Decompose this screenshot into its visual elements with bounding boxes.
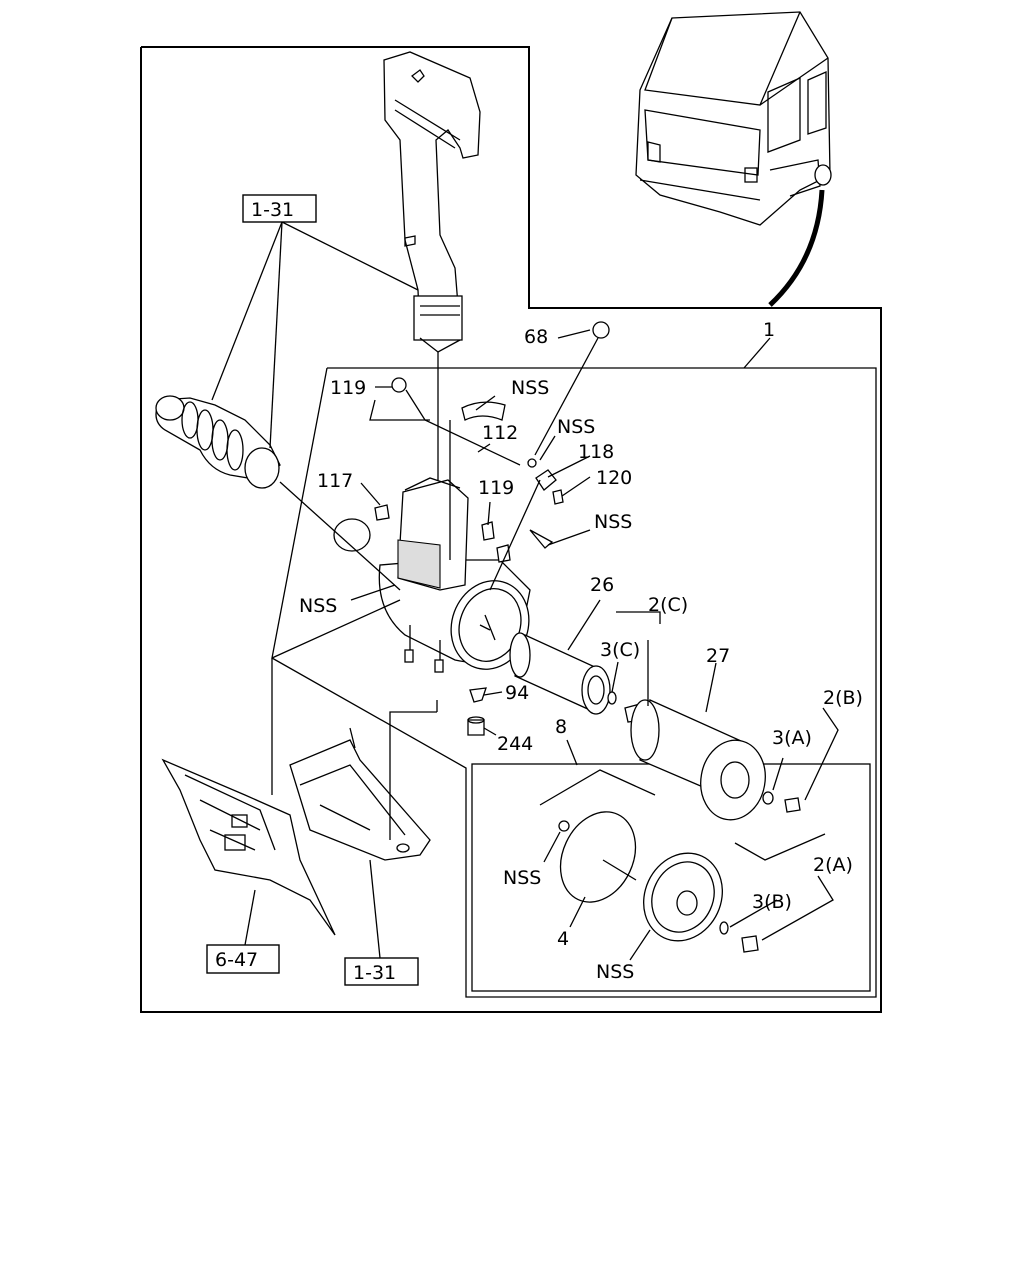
callout-nss-cap: NSS bbox=[596, 961, 634, 983]
mounting-bracket-6-47 bbox=[161, 758, 336, 936]
callout-8: 8 bbox=[555, 716, 567, 738]
callout-nss-washer: NSS bbox=[503, 867, 541, 889]
callout-118: 118 bbox=[578, 441, 614, 463]
callout-3b: 3(B) bbox=[752, 891, 792, 913]
callout-27: 27 bbox=[706, 645, 730, 667]
ref-box-6-47[interactable] bbox=[206, 944, 280, 974]
callout-2b: 2(B) bbox=[823, 687, 863, 709]
callout-3c: 3(C) bbox=[600, 639, 640, 661]
callout-2c: 2(C) bbox=[648, 594, 688, 616]
callout-119-top: 119 bbox=[330, 377, 366, 399]
callout-4: 4 bbox=[557, 928, 569, 950]
ref-box-1-31-bottom[interactable] bbox=[344, 957, 419, 986]
callout-3a: 3(A) bbox=[772, 727, 812, 749]
truck-cab-illustration bbox=[635, 11, 832, 307]
mounting-bracket-1-31 bbox=[289, 727, 431, 861]
air-inlet-snorkel bbox=[383, 51, 481, 353]
callout-120: 120 bbox=[596, 467, 632, 489]
filter-element-27 bbox=[630, 699, 801, 821]
callout-112: 112 bbox=[482, 422, 518, 444]
callout-94: 94 bbox=[505, 682, 529, 704]
callout-68: 68 bbox=[524, 326, 548, 348]
callout-244: 244 bbox=[497, 733, 533, 755]
leader-lines bbox=[244, 329, 839, 961]
callout-nss-118: NSS bbox=[557, 416, 595, 438]
ref-label-6-47[interactable]: 6-47 bbox=[215, 949, 258, 971]
ref-label-1-31-top[interactable]: 1-31 bbox=[251, 199, 294, 221]
callout-119-mid: 119 bbox=[478, 477, 514, 499]
housing-inlet bbox=[333, 518, 371, 552]
callout-nss-body: NSS bbox=[299, 595, 337, 617]
callout-117: 117 bbox=[317, 470, 353, 492]
main-frame bbox=[140, 46, 882, 1013]
ref-label-1-31-bottom[interactable]: 1-31 bbox=[353, 962, 396, 984]
ref-box-1-31-top[interactable] bbox=[242, 194, 317, 223]
small-fasteners bbox=[369, 321, 610, 736]
kit-8-parts bbox=[558, 811, 759, 953]
callout-2a: 2(A) bbox=[813, 854, 853, 876]
callout-1: 1 bbox=[763, 319, 775, 341]
callout-26: 26 bbox=[590, 574, 614, 596]
callout-nss-clip: NSS bbox=[511, 377, 549, 399]
callout-nss-band: NSS bbox=[594, 511, 632, 533]
corrugated-hose bbox=[155, 395, 281, 489]
